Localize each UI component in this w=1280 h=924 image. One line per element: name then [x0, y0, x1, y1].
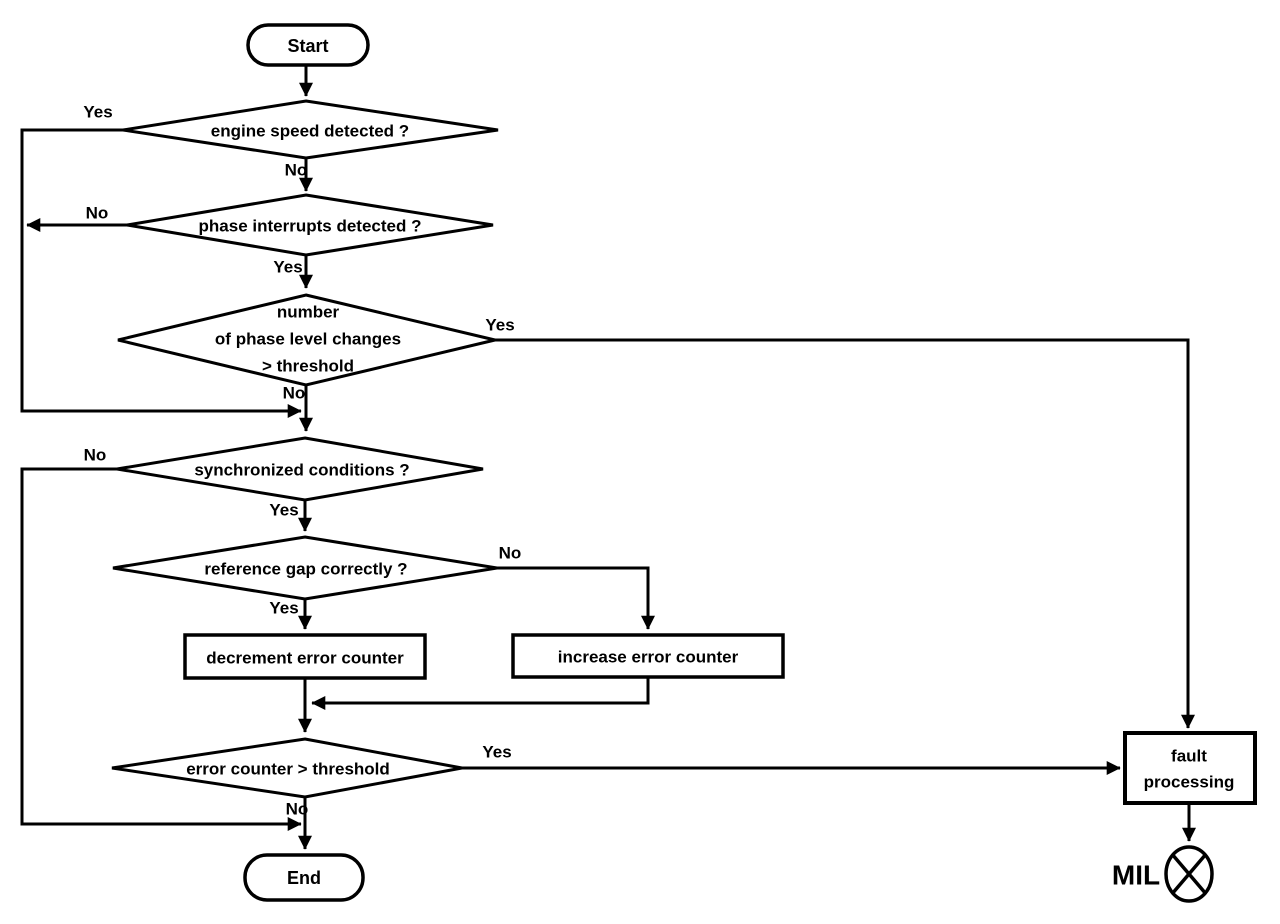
reference-gap-no-label: No — [499, 544, 522, 563]
phase-interrupts-no-label: No — [86, 204, 109, 223]
phase-level-changes-label-line2: of phase level changes — [215, 330, 401, 349]
decision-phase-level-changes: number of phase level changes > threshol… — [117, 293, 496, 387]
error-counter-diamond-shape — [111, 737, 463, 799]
increase-label: increase error counter — [558, 648, 739, 667]
process-decrement-error-counter: decrement error counter — [183, 633, 427, 680]
decrement-label: decrement error counter — [206, 649, 404, 668]
decision-engine-speed: engine speed detected ? — [122, 99, 499, 160]
decision-synchronized: synchronized conditions ? — [116, 436, 484, 502]
mil-lamp-icon — [1164, 845, 1214, 903]
phase-level-changes-label-line3: > threshold — [262, 357, 354, 376]
node-end: End — [243, 853, 365, 902]
phase-interrupts-yes-label: Yes — [273, 258, 302, 277]
decision-error-counter: error counter > threshold — [111, 737, 463, 799]
error-counter-no-label: No — [286, 800, 309, 819]
reference-gap-label: reference gap correctly ? — [204, 560, 407, 579]
start-label: Start — [287, 36, 328, 56]
phase-level-changes-diamond-shape — [117, 293, 496, 387]
error-counter-label: error counter > threshold — [186, 760, 390, 779]
reference-gap-diamond-shape — [112, 535, 498, 601]
process-fault-processing: fault processing — [1123, 731, 1257, 805]
mil-lamp-cross-line-2 — [1171, 853, 1207, 895]
edge-synchronized-no-left-loop — [20, 467, 302, 831]
edge-labels: Yes No No Yes Yes No No Yes No Yes Yes N… — [83, 103, 521, 819]
engine-speed-no-label: No — [285, 161, 308, 180]
decrement-box-shape — [183, 633, 427, 680]
end-terminator-shape — [243, 853, 365, 902]
edge-reference-gap-no-to-increase — [497, 566, 655, 630]
edges — [20, 65, 1196, 850]
decision-phase-interrupts: phase interrupts detected ? — [126, 193, 494, 257]
mil-label: MIL — [1112, 860, 1160, 891]
synchronized-no-label: No — [84, 446, 107, 465]
phase-level-changes-no-label: No — [283, 384, 306, 403]
edge-increase-merge-left — [311, 677, 650, 710]
edge-phase-level-changes-yes-to-fault — [495, 338, 1195, 729]
synchronized-yes-label: Yes — [269, 501, 298, 520]
synchronized-label: synchronized conditions ? — [194, 461, 409, 480]
error-counter-yes-label: Yes — [482, 743, 511, 762]
engine-speed-label: engine speed detected ? — [211, 122, 409, 141]
engine-speed-diamond-shape — [122, 99, 499, 160]
fault-processing-box-shape — [1123, 731, 1257, 805]
engine-speed-yes-label: Yes — [83, 103, 112, 122]
synchronized-diamond-shape — [116, 436, 484, 502]
edge-engine-speed-yes-left-loop — [20, 128, 302, 418]
node-start: Start — [246, 23, 370, 67]
reference-gap-yes-label: Yes — [269, 599, 298, 618]
increase-box-shape — [511, 633, 785, 679]
fault-processing-label-line1: fault — [1171, 747, 1207, 766]
end-label: End — [287, 868, 321, 888]
decision-reference-gap: reference gap correctly ? — [112, 535, 498, 601]
phase-level-changes-yes-label: Yes — [485, 316, 514, 335]
phase-level-changes-label-line1: number — [277, 303, 340, 322]
phase-interrupts-label: phase interrupts detected ? — [199, 217, 422, 236]
phase-interrupts-diamond-shape — [126, 193, 494, 257]
start-terminator-shape — [246, 23, 370, 67]
process-increase-error-counter: increase error counter — [511, 633, 785, 679]
node-mil: MIL — [1112, 845, 1214, 903]
fault-processing-label-line2: processing — [1144, 773, 1235, 792]
